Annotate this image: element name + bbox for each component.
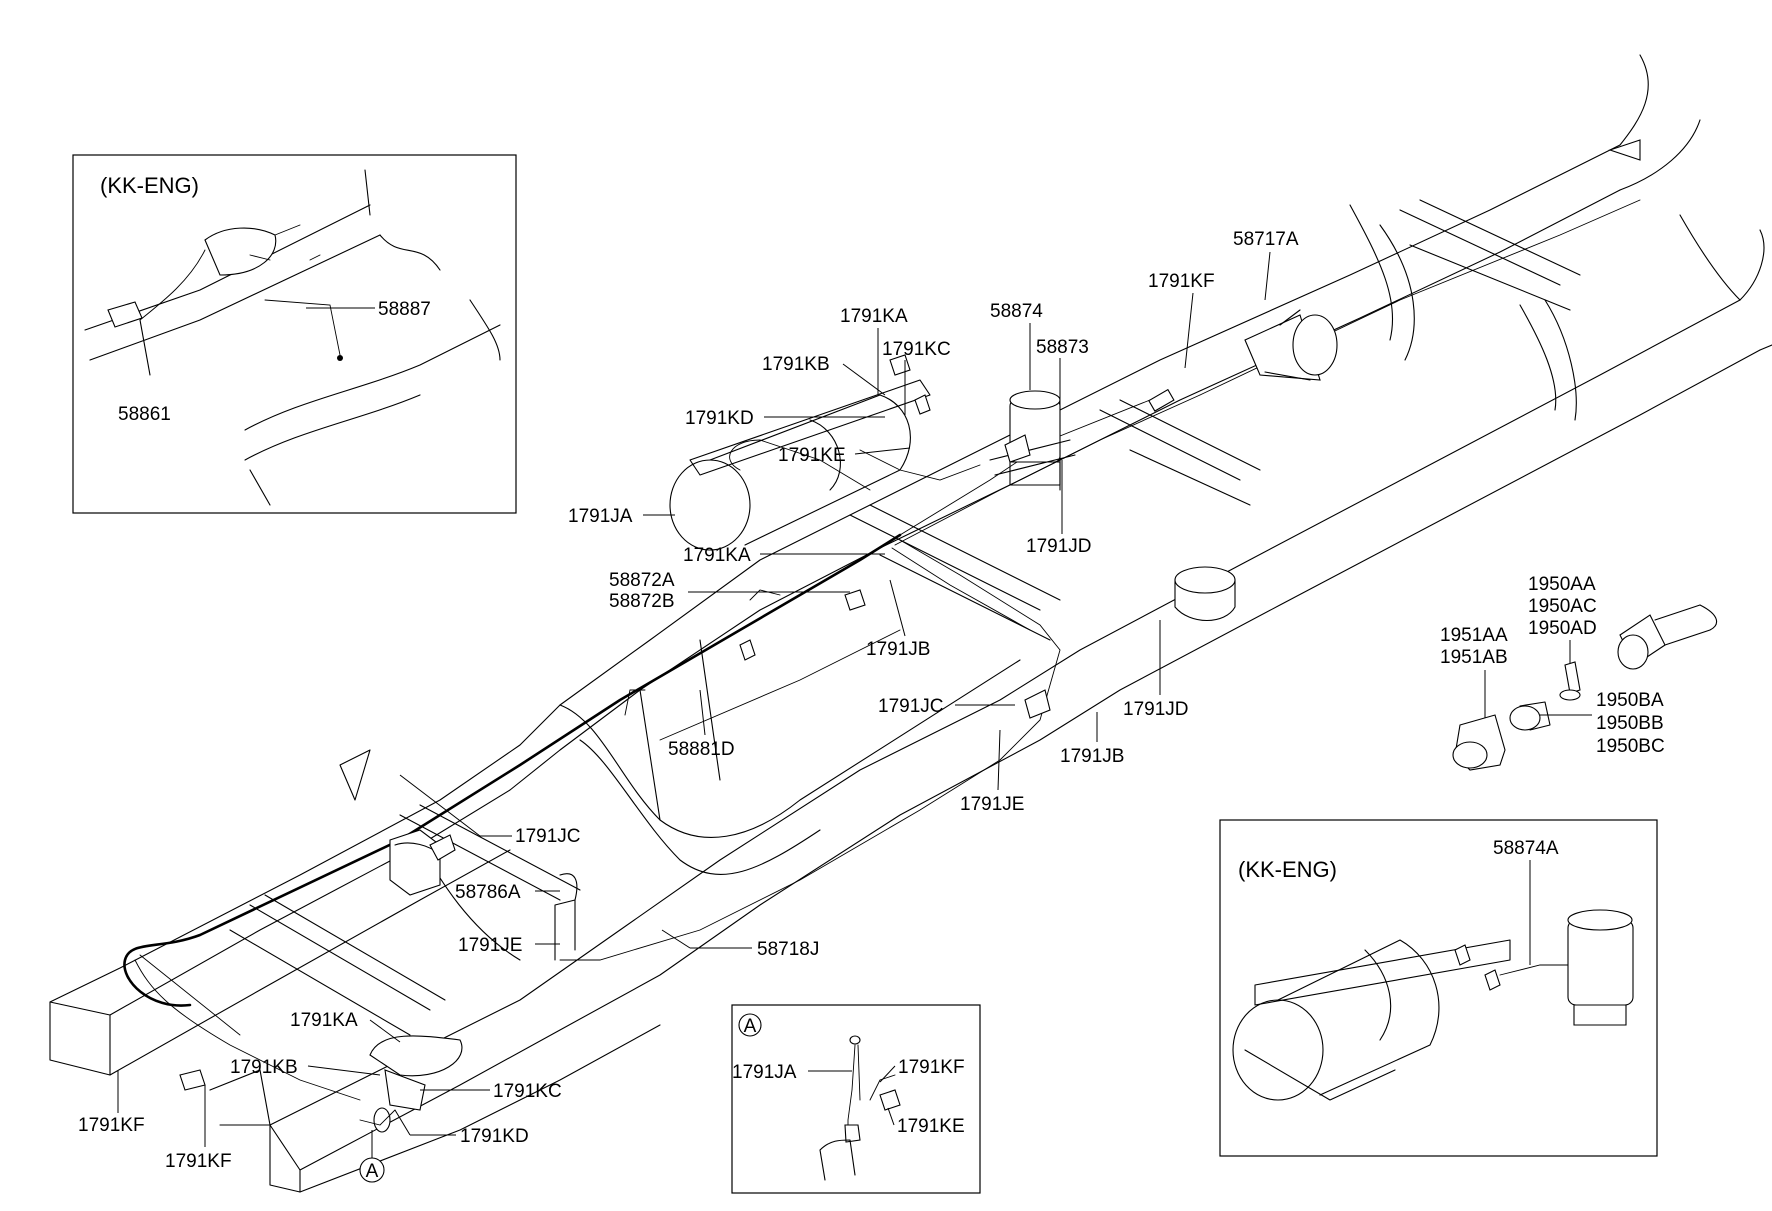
label-1950AD: 1950AD [1528,618,1597,639]
label-1791JD-top: 1791JD [1026,536,1092,557]
marker-a: A [366,1161,379,1182]
label-58872A: 58872A [609,570,675,591]
label-1951AA: 1951AA [1440,625,1508,646]
inset-detail-a: A [731,1004,981,1194]
detail-a-marker: A [744,1016,757,1037]
label-1791KA-low: 1791KA [290,1010,358,1031]
connector-pipe-top [1148,388,1175,412]
label-a-1791KE: 1791KE [897,1116,965,1137]
label-1791JB-mid: 1791JB [866,639,930,660]
inset-title: (KK-ENG) [1238,857,1337,882]
label-58874A: 58874A [1493,838,1559,859]
label-1791KB-top: 1791KB [762,354,830,375]
label-1791KD-low: 1791KD [460,1126,529,1147]
label-1791KF-top: 1791KF [1148,271,1215,292]
label-58874: 58874 [990,301,1043,322]
label-1791KF-low2: 1791KF [165,1151,232,1172]
fittings-cluster [1452,604,1718,771]
label-58718J: 58718J [757,939,819,960]
label-1791JA: 1791JA [568,506,633,527]
label-58872B: 58872B [609,591,675,612]
canister-right [1174,566,1236,621]
label-1791KA-top: 1791KA [840,306,908,327]
label-1950AC: 1950AC [1528,596,1597,617]
label-58861: 58861 [118,404,171,425]
label-1791JE-mid: 1791JE [960,794,1024,815]
filler-neck [359,1035,463,1133]
inset-title: (KK-ENG) [100,173,199,198]
label-1791KB-low: 1791KB [230,1057,298,1078]
inset-kk-eng-bottom: (KK-ENG) [1219,819,1658,1157]
air-duct [1244,309,1338,381]
label-58786A: 58786A [455,882,521,903]
inset-kk-eng-top: (KK-ENG) [72,154,517,514]
pump-assembly [389,829,456,896]
label-1950BC: 1950BC [1596,736,1665,757]
label-58881D: 58881D [668,739,735,760]
clip-parts [179,139,1641,1091]
label-58717A: 58717A [1233,229,1299,250]
label-1791JD-right: 1791JD [1123,699,1189,720]
label-1791KA-mid: 1791KA [683,545,751,566]
chassis-frame [49,54,1772,1193]
label-1791KE-top: 1791KE [778,445,846,466]
label-1791KC-top: 1791KC [882,339,951,360]
label-58873: 58873 [1036,337,1089,358]
callout-labels: 58887 58861 58717A 1791KF 58874 58873 17… [78,229,1665,1183]
label-58887: 58887 [378,299,431,320]
label-1791JE-low: 1791JE [458,935,522,956]
label-1791JC-low: 1791JC [515,826,581,847]
label-1950BA: 1950BA [1596,690,1664,711]
label-1791JB-right: 1791JB [1060,746,1124,767]
label-1951AB: 1951AB [1440,647,1508,668]
label-1791KC-low: 1791KC [493,1081,562,1102]
label-1950AA: 1950AA [1528,574,1596,595]
label-1950BB: 1950BB [1596,713,1664,734]
label-a-1791JA: 1791JA [732,1062,797,1083]
label-1791KF-low1: 1791KF [78,1115,145,1136]
bracket-58786A [554,873,578,961]
label-1791KD-top: 1791KD [685,408,754,429]
label-1791JC-mid: 1791JC [878,696,944,717]
fuel-tank-filter [669,379,931,551]
label-a-1791KF: 1791KF [898,1057,965,1078]
